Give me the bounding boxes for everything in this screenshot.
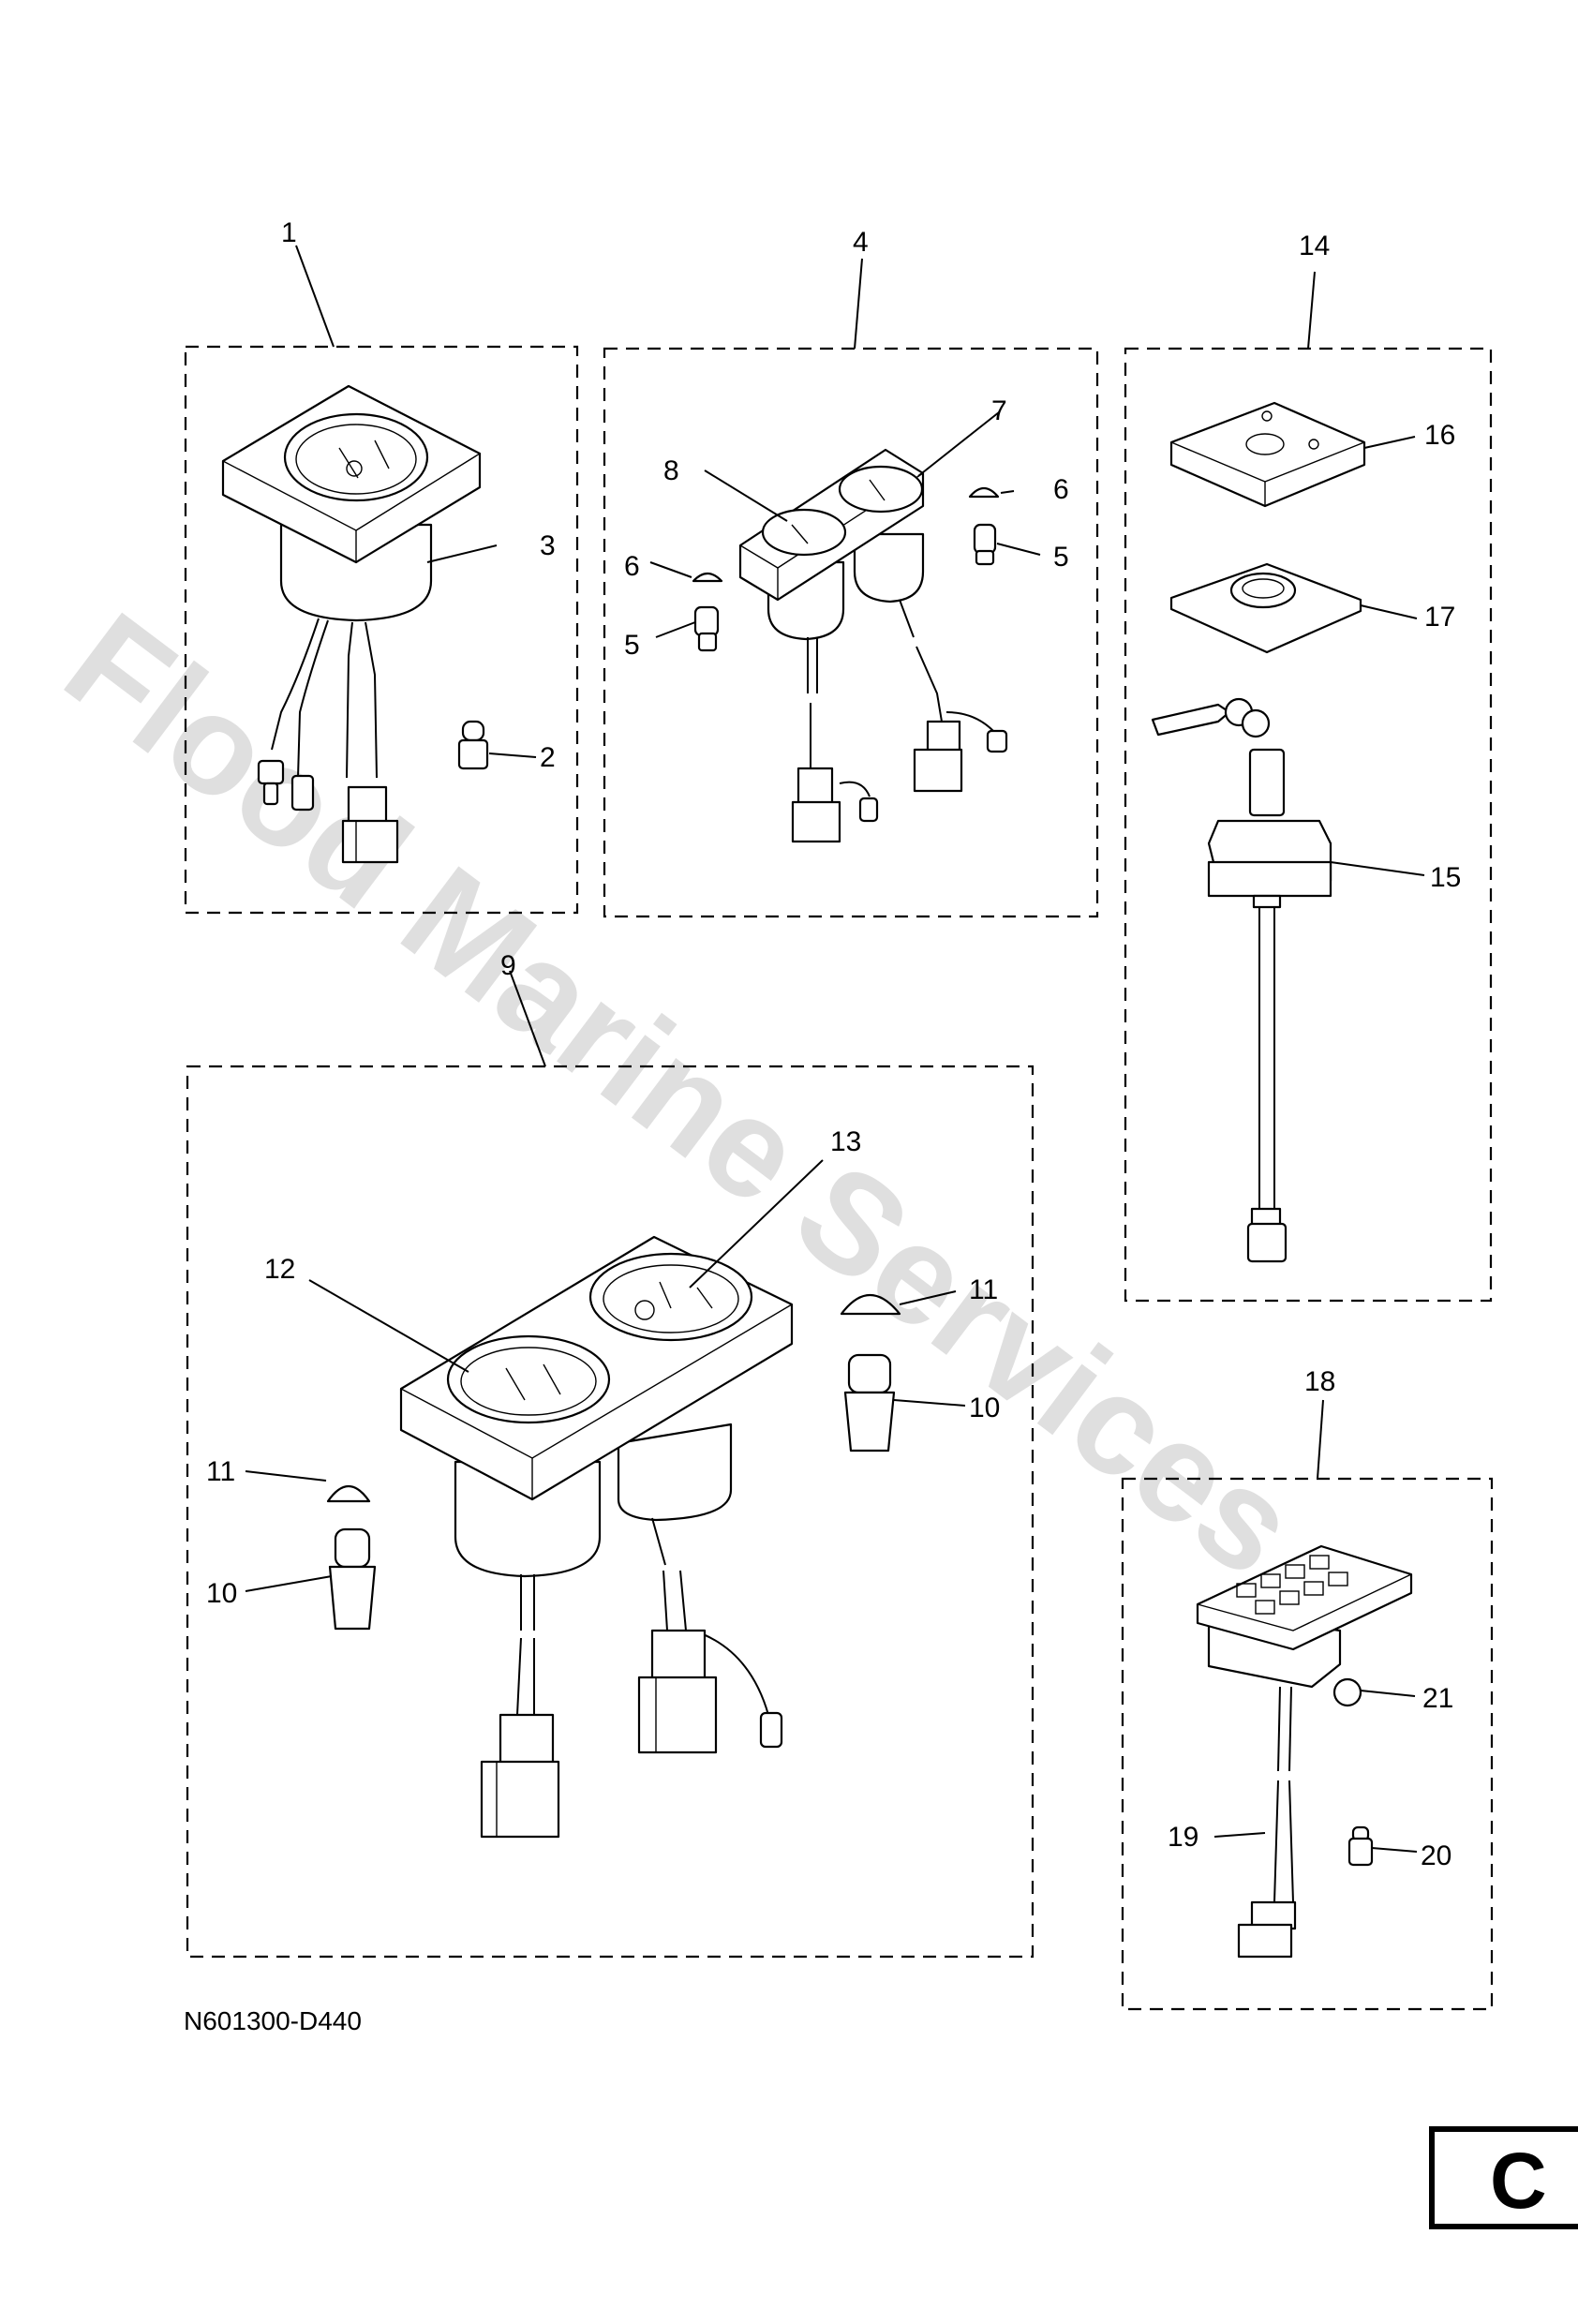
callout-19: 19 xyxy=(1168,1822,1198,1853)
callout-labels: 1 2 3 4 5 5 6 6 7 8 9 10 10 11 11 12 13 … xyxy=(206,217,1461,1871)
callout-1: 1 xyxy=(281,217,297,248)
group-14-key-switch xyxy=(1124,271,1493,1303)
callout-18: 18 xyxy=(1304,1366,1335,1397)
callout-10b: 10 xyxy=(206,1578,237,1609)
group-4-dual-gauge-small xyxy=(603,258,1099,918)
callout-3: 3 xyxy=(540,530,556,561)
callout-10: 10 xyxy=(969,1393,1000,1423)
callout-6b: 6 xyxy=(624,551,640,582)
callout-16: 16 xyxy=(1424,420,1455,451)
callout-2: 2 xyxy=(540,742,556,773)
callout-12: 12 xyxy=(264,1254,295,1285)
group-4-box xyxy=(603,347,1099,918)
callout-11: 11 xyxy=(969,1274,998,1305)
drawing-code: N601300-D440 xyxy=(184,2006,362,2035)
group-18-box xyxy=(1121,1477,1494,2011)
callout-17: 17 xyxy=(1424,602,1455,633)
page-letter: C xyxy=(1490,2137,1547,2225)
callout-5: 5 xyxy=(1053,542,1069,573)
callout-21: 21 xyxy=(1422,1683,1453,1714)
callout-4: 4 xyxy=(853,227,869,258)
callout-20: 20 xyxy=(1421,1840,1451,1871)
callout-6: 6 xyxy=(1053,474,1069,505)
callout-13: 13 xyxy=(830,1126,861,1157)
callout-14: 14 xyxy=(1299,231,1330,261)
callout-15: 15 xyxy=(1430,862,1461,893)
group-18-switch-panel xyxy=(1121,1399,1494,2011)
callout-9: 9 xyxy=(500,950,516,981)
group-9-box xyxy=(186,1065,1035,1959)
group-1-single-gauge xyxy=(184,245,579,915)
callout-5b: 5 xyxy=(624,630,640,661)
callout-8: 8 xyxy=(663,455,679,486)
callout-11b: 11 xyxy=(206,1456,235,1487)
group-1-box xyxy=(184,345,579,915)
callout-7: 7 xyxy=(991,395,1007,426)
page-letter-box: C xyxy=(1429,2126,1578,2229)
group-9-dual-gauge-large xyxy=(186,970,1035,1959)
